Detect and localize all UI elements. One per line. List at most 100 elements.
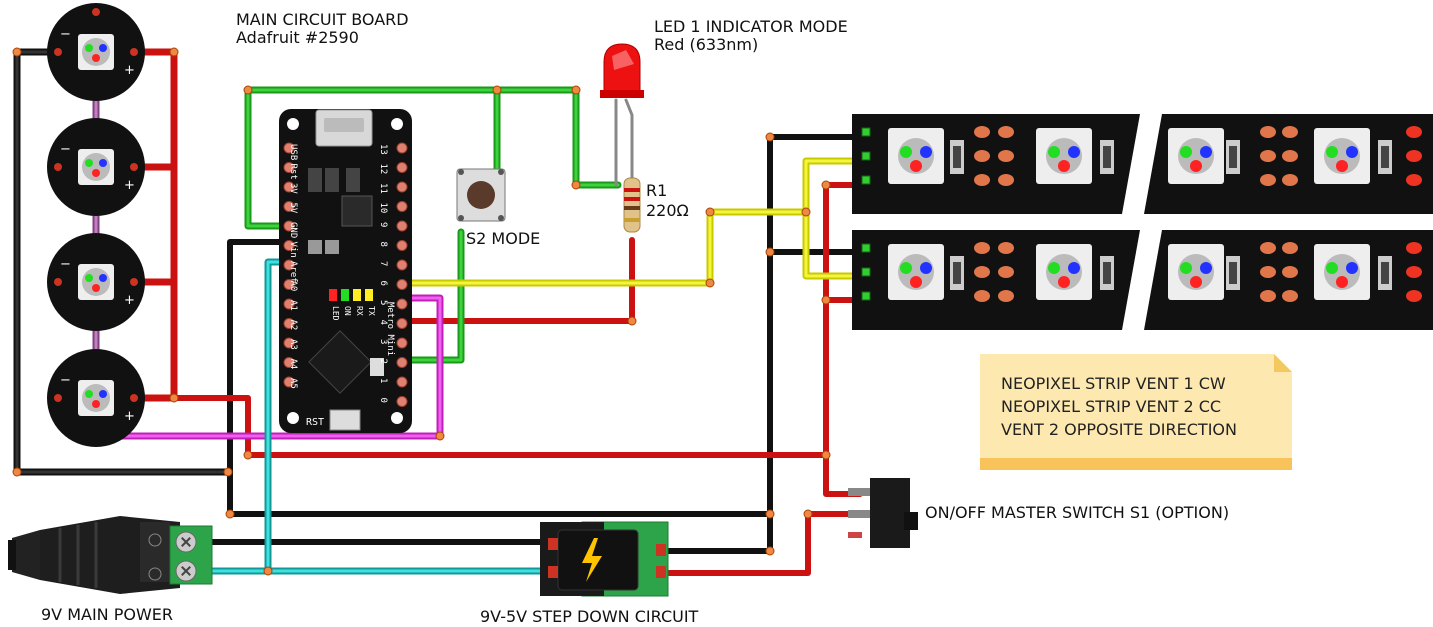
neopixel-jewel: −+ bbox=[47, 3, 145, 101]
pin-label: A5 bbox=[288, 378, 298, 389]
pin-label: 10 bbox=[378, 203, 388, 214]
pin-pad bbox=[396, 162, 408, 173]
input-pad bbox=[861, 291, 871, 301]
pin-pad bbox=[396, 337, 408, 349]
pin-pad bbox=[396, 298, 408, 310]
pin-label: USB bbox=[288, 144, 298, 160]
pin-label: Aref bbox=[288, 261, 298, 283]
solder-pad bbox=[1260, 150, 1276, 162]
wire-red-main bbox=[171, 395, 863, 497]
indicator-label: TX bbox=[367, 306, 376, 316]
pin-label: A2 bbox=[288, 320, 298, 331]
wire-green-s2-inner bbox=[402, 230, 463, 362]
pin-pad bbox=[283, 142, 295, 154]
pin-label: 3 bbox=[378, 339, 388, 344]
metro-mini-board: Metro Mini RST USBRst3V5VGNDVinArefA0A1A… bbox=[279, 109, 412, 433]
solder-pad bbox=[1406, 174, 1422, 186]
pin-label: A4 bbox=[288, 359, 298, 370]
dc-power-jack bbox=[8, 516, 213, 594]
pin-pad bbox=[396, 357, 408, 368]
pin-pad bbox=[396, 181, 408, 193]
pin-label: 2 bbox=[378, 359, 388, 364]
red-led bbox=[600, 43, 644, 98]
indicator-label: ON bbox=[343, 306, 352, 316]
solder-pad bbox=[998, 266, 1014, 278]
board-brand: Metro Mini bbox=[385, 302, 395, 356]
switch-mode-label: S2 MODE bbox=[466, 229, 541, 248]
pin-pad bbox=[396, 240, 408, 251]
pin-pad bbox=[396, 279, 408, 290]
solder-pad bbox=[1406, 242, 1422, 254]
pin-pad bbox=[283, 220, 295, 232]
pin-pad bbox=[283, 376, 295, 388]
pin-pad bbox=[283, 162, 295, 173]
solder-pad bbox=[974, 126, 990, 138]
svg-text:+: + bbox=[124, 178, 135, 193]
wire-cyan-inner bbox=[266, 260, 550, 573]
note-line: VENT 2 OPPOSITE DIRECTION bbox=[1001, 420, 1237, 439]
pin-pad bbox=[283, 337, 295, 349]
pin-pad bbox=[396, 142, 408, 154]
pin-pad bbox=[283, 279, 295, 290]
sticky-note bbox=[980, 354, 1292, 470]
pin-pad bbox=[283, 240, 295, 251]
neopixel-jewel: −+ bbox=[47, 118, 145, 216]
pin-label: 4 bbox=[378, 320, 388, 325]
wires bbox=[13, 48, 869, 576]
input-pad bbox=[861, 151, 871, 161]
svg-text:−: − bbox=[60, 373, 71, 388]
resistor-r1 bbox=[623, 177, 641, 233]
pin-label: A1 bbox=[288, 300, 298, 311]
pin-pad bbox=[396, 259, 408, 271]
wire-black-ring-left-inner bbox=[15, 50, 230, 474]
neopixel-strip bbox=[852, 230, 1433, 330]
solder-pad bbox=[1406, 126, 1422, 138]
pin-pad bbox=[396, 318, 408, 329]
led-leg-2 bbox=[624, 98, 634, 182]
indicator-label: LED bbox=[331, 306, 340, 321]
solder-pad bbox=[1406, 150, 1422, 162]
wire-yellow-strip1-inner bbox=[804, 159, 867, 214]
solder-pad bbox=[974, 290, 990, 302]
pin-label: 5V bbox=[288, 203, 298, 214]
svg-text:−: − bbox=[60, 257, 71, 272]
pin-pad bbox=[283, 259, 295, 271]
neopixel-strip bbox=[852, 114, 1433, 214]
pin-label: 8 bbox=[378, 242, 388, 247]
pin-label: 13 bbox=[378, 144, 388, 155]
solder-pad bbox=[1282, 290, 1298, 302]
pin-label: GND bbox=[288, 222, 298, 238]
input-pad bbox=[861, 267, 871, 277]
svg-text:+: + bbox=[124, 63, 135, 78]
pin-label: 9 bbox=[378, 222, 388, 227]
pin-pad bbox=[283, 357, 295, 368]
svg-text:+: + bbox=[124, 293, 135, 308]
pin-pad bbox=[396, 201, 408, 212]
pin-pad bbox=[283, 298, 295, 310]
wire-yellow-data-inner bbox=[402, 210, 808, 285]
solder-pad bbox=[1260, 242, 1276, 254]
pin-pad bbox=[396, 376, 408, 388]
main-board-title: MAIN CIRCUIT BOARD bbox=[236, 10, 409, 29]
solder-pad bbox=[1282, 150, 1298, 162]
lightning-icon bbox=[582, 538, 602, 582]
solder-pad bbox=[974, 266, 990, 278]
step-down-label: 9V-5V STEP DOWN CIRCUIT bbox=[480, 607, 699, 626]
neopixel-jewel: −+ bbox=[47, 349, 145, 447]
solder-pad bbox=[1282, 126, 1298, 138]
input-pad bbox=[861, 175, 871, 185]
junction-dots bbox=[12, 47, 831, 576]
power-jack-label: 9V MAIN POWER bbox=[41, 605, 174, 624]
solder-pad bbox=[1260, 126, 1276, 138]
solder-pad bbox=[1282, 266, 1298, 278]
s2-pushbutton bbox=[456, 168, 506, 222]
wire-red-ring-right bbox=[126, 48, 178, 402]
pin-label: 3V bbox=[288, 183, 298, 194]
pin-label: 12 bbox=[378, 164, 388, 175]
solder-pad bbox=[1260, 266, 1276, 278]
note-line: NEOPIXEL STRIP VENT 1 CW bbox=[1001, 374, 1226, 393]
solder-pad bbox=[1406, 266, 1422, 278]
indicator-label: RX bbox=[355, 306, 364, 316]
solder-pad bbox=[998, 126, 1014, 138]
